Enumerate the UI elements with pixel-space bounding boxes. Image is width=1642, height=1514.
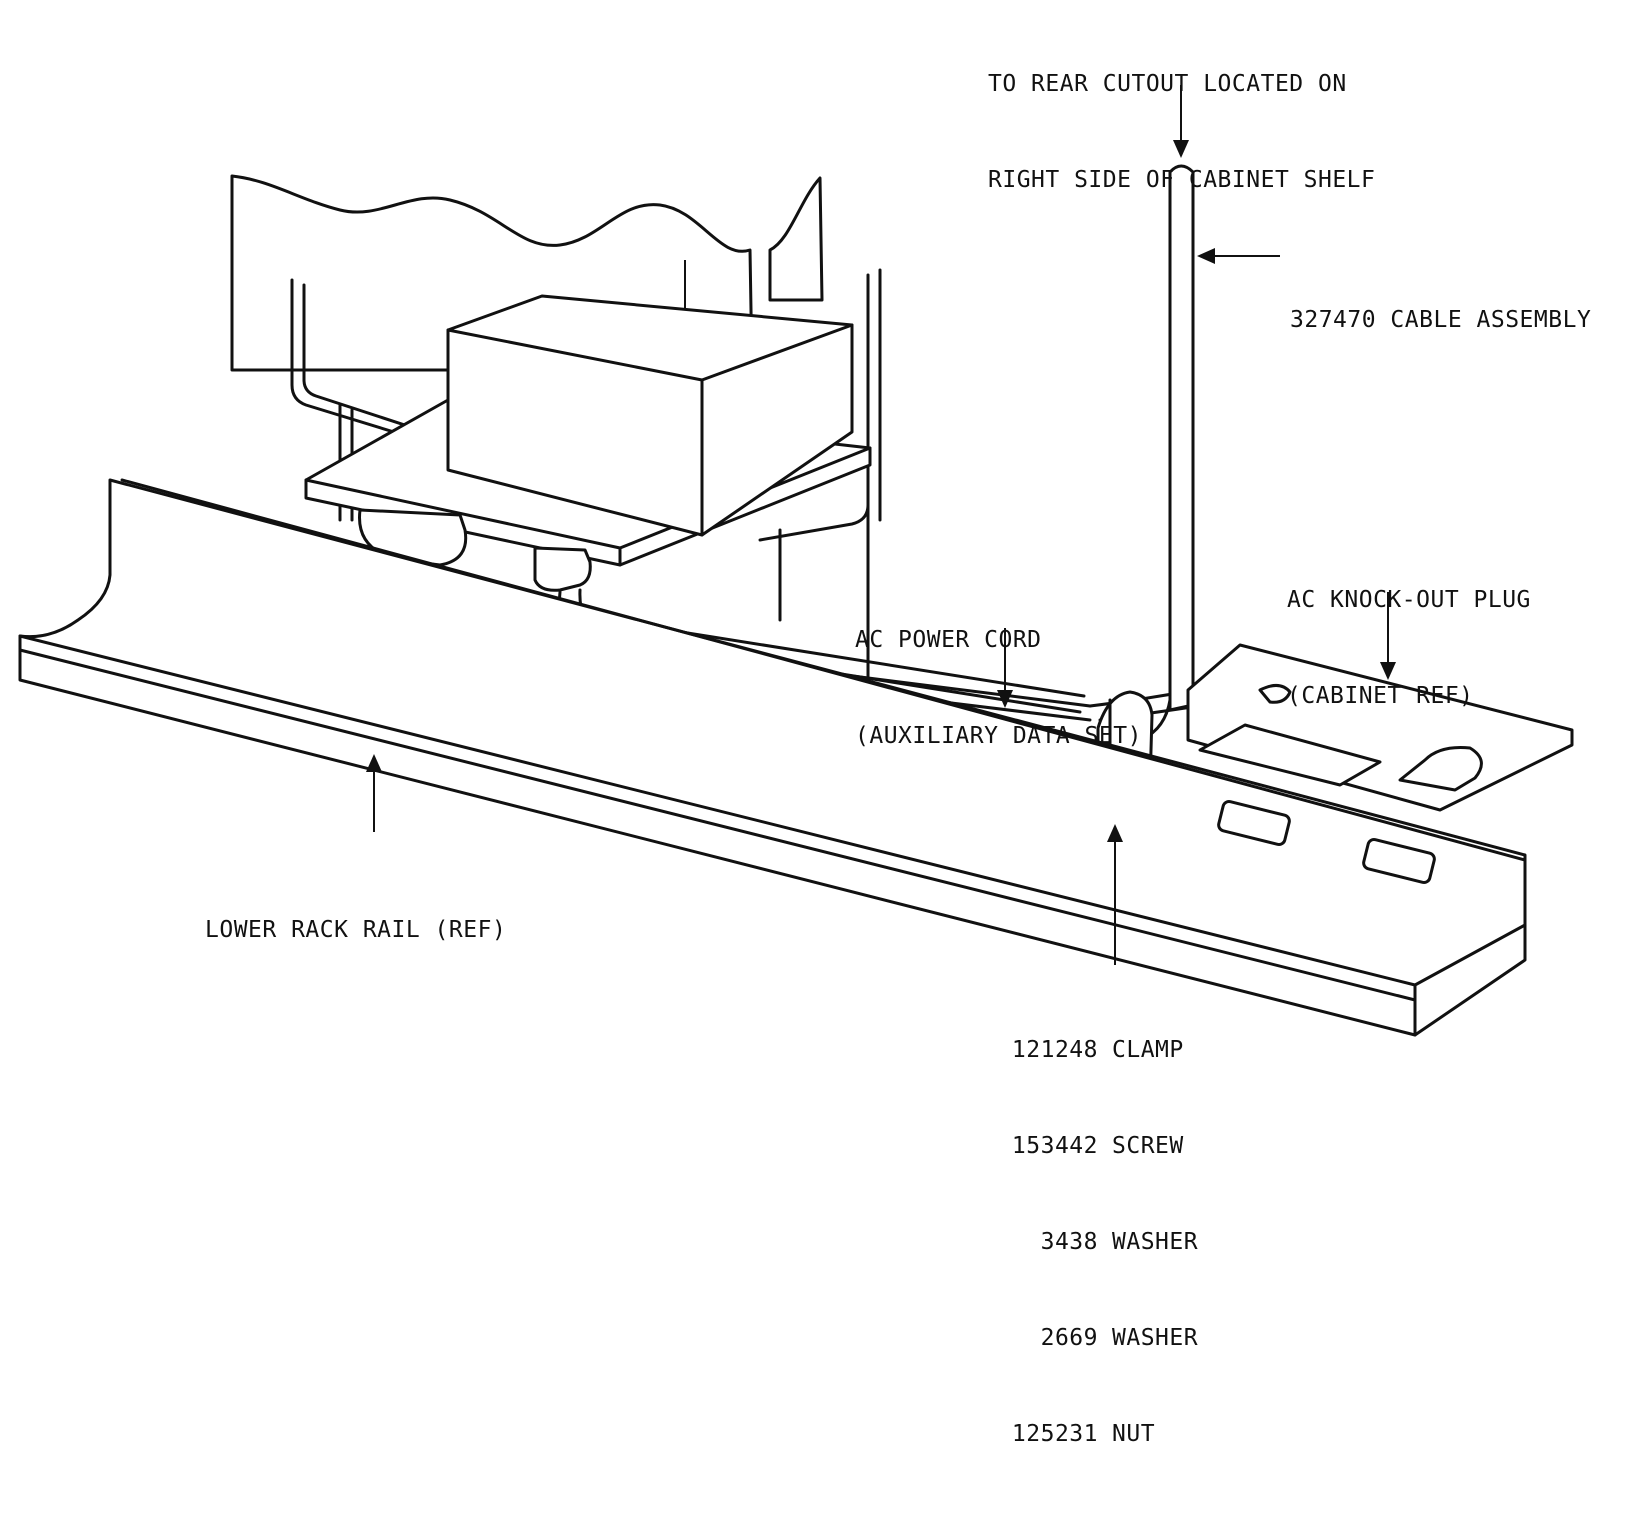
hardware-list: 121248 CLAMP 153442 SCREW 3438 WASHER 26… xyxy=(1008,970,1198,1514)
hardware-item: 125231 NUT xyxy=(1008,1418,1198,1450)
knockout-line2: (CABINET REF) xyxy=(1287,683,1474,709)
hardware-name: CLAMP xyxy=(1112,1037,1184,1063)
diagram-artwork xyxy=(18,85,1574,1037)
hardware-name: SCREW xyxy=(1112,1133,1184,1159)
hardware-name: NUT xyxy=(1112,1421,1156,1447)
hardware-part-number: 125231 xyxy=(1011,1421,1098,1447)
hardware-item: 153442 SCREW xyxy=(1008,1130,1198,1162)
rear-cutout-line2: RIGHT SIDE OF CABINET SHELF xyxy=(988,167,1376,193)
lower-rack-rail xyxy=(18,478,1527,1037)
leader-arrows xyxy=(366,85,1396,965)
hardware-part-number: 3438 xyxy=(1040,1229,1098,1255)
chassis-frame xyxy=(290,268,882,692)
lower-rail-label: LOWER RACK RAIL (REF) xyxy=(205,917,507,943)
hardware-name: WASHER xyxy=(1112,1325,1199,1351)
callout-power-cord: AC POWER CORD (AUXILIARY DATA SET) xyxy=(855,560,1142,816)
hardware-name: WASHER xyxy=(1112,1229,1199,1255)
power-cord-line2: (AUXILIARY DATA SET) xyxy=(855,723,1142,749)
knockout-plate xyxy=(1186,643,1574,812)
callout-rear-cutout: TO REAR CUTOUT LOCATED ON RIGHT SIDE OF … xyxy=(988,4,1375,260)
knockout-line1: AC KNOCK-OUT PLUG xyxy=(1287,587,1531,613)
power-cord-line1: AC POWER CORD xyxy=(855,627,1042,653)
hardware-part-number: 2669 xyxy=(1040,1325,1098,1351)
callout-knockout-plug: AC KNOCK-OUT PLUG (CABINET REF) xyxy=(1287,520,1531,776)
hardware-part-number: 153442 xyxy=(1011,1133,1098,1159)
hardware-part-number: 121248 xyxy=(1011,1037,1098,1063)
power-supply-box xyxy=(446,294,854,537)
cable-assembly-label: 327470 CABLE ASSEMBLY xyxy=(1290,307,1592,333)
callout-lower-rail: LOWER RACK RAIL (REF) xyxy=(205,850,506,1010)
hardware-item: 121248 CLAMP xyxy=(1008,1034,1198,1066)
cable-assembly xyxy=(1138,164,1195,742)
rear-cutout-line1: TO REAR CUTOUT LOCATED ON xyxy=(988,71,1347,97)
callout-cable-assembly: 327470 CABLE ASSEMBLY xyxy=(1290,240,1591,400)
hardware-item: 3438 WASHER xyxy=(1008,1226,1198,1258)
hardware-installation-diagram: TO REAR CUTOUT LOCATED ON RIGHT SIDE OF … xyxy=(18,4,1591,1447)
hardware-item: 2669 WASHER xyxy=(1008,1322,1198,1354)
